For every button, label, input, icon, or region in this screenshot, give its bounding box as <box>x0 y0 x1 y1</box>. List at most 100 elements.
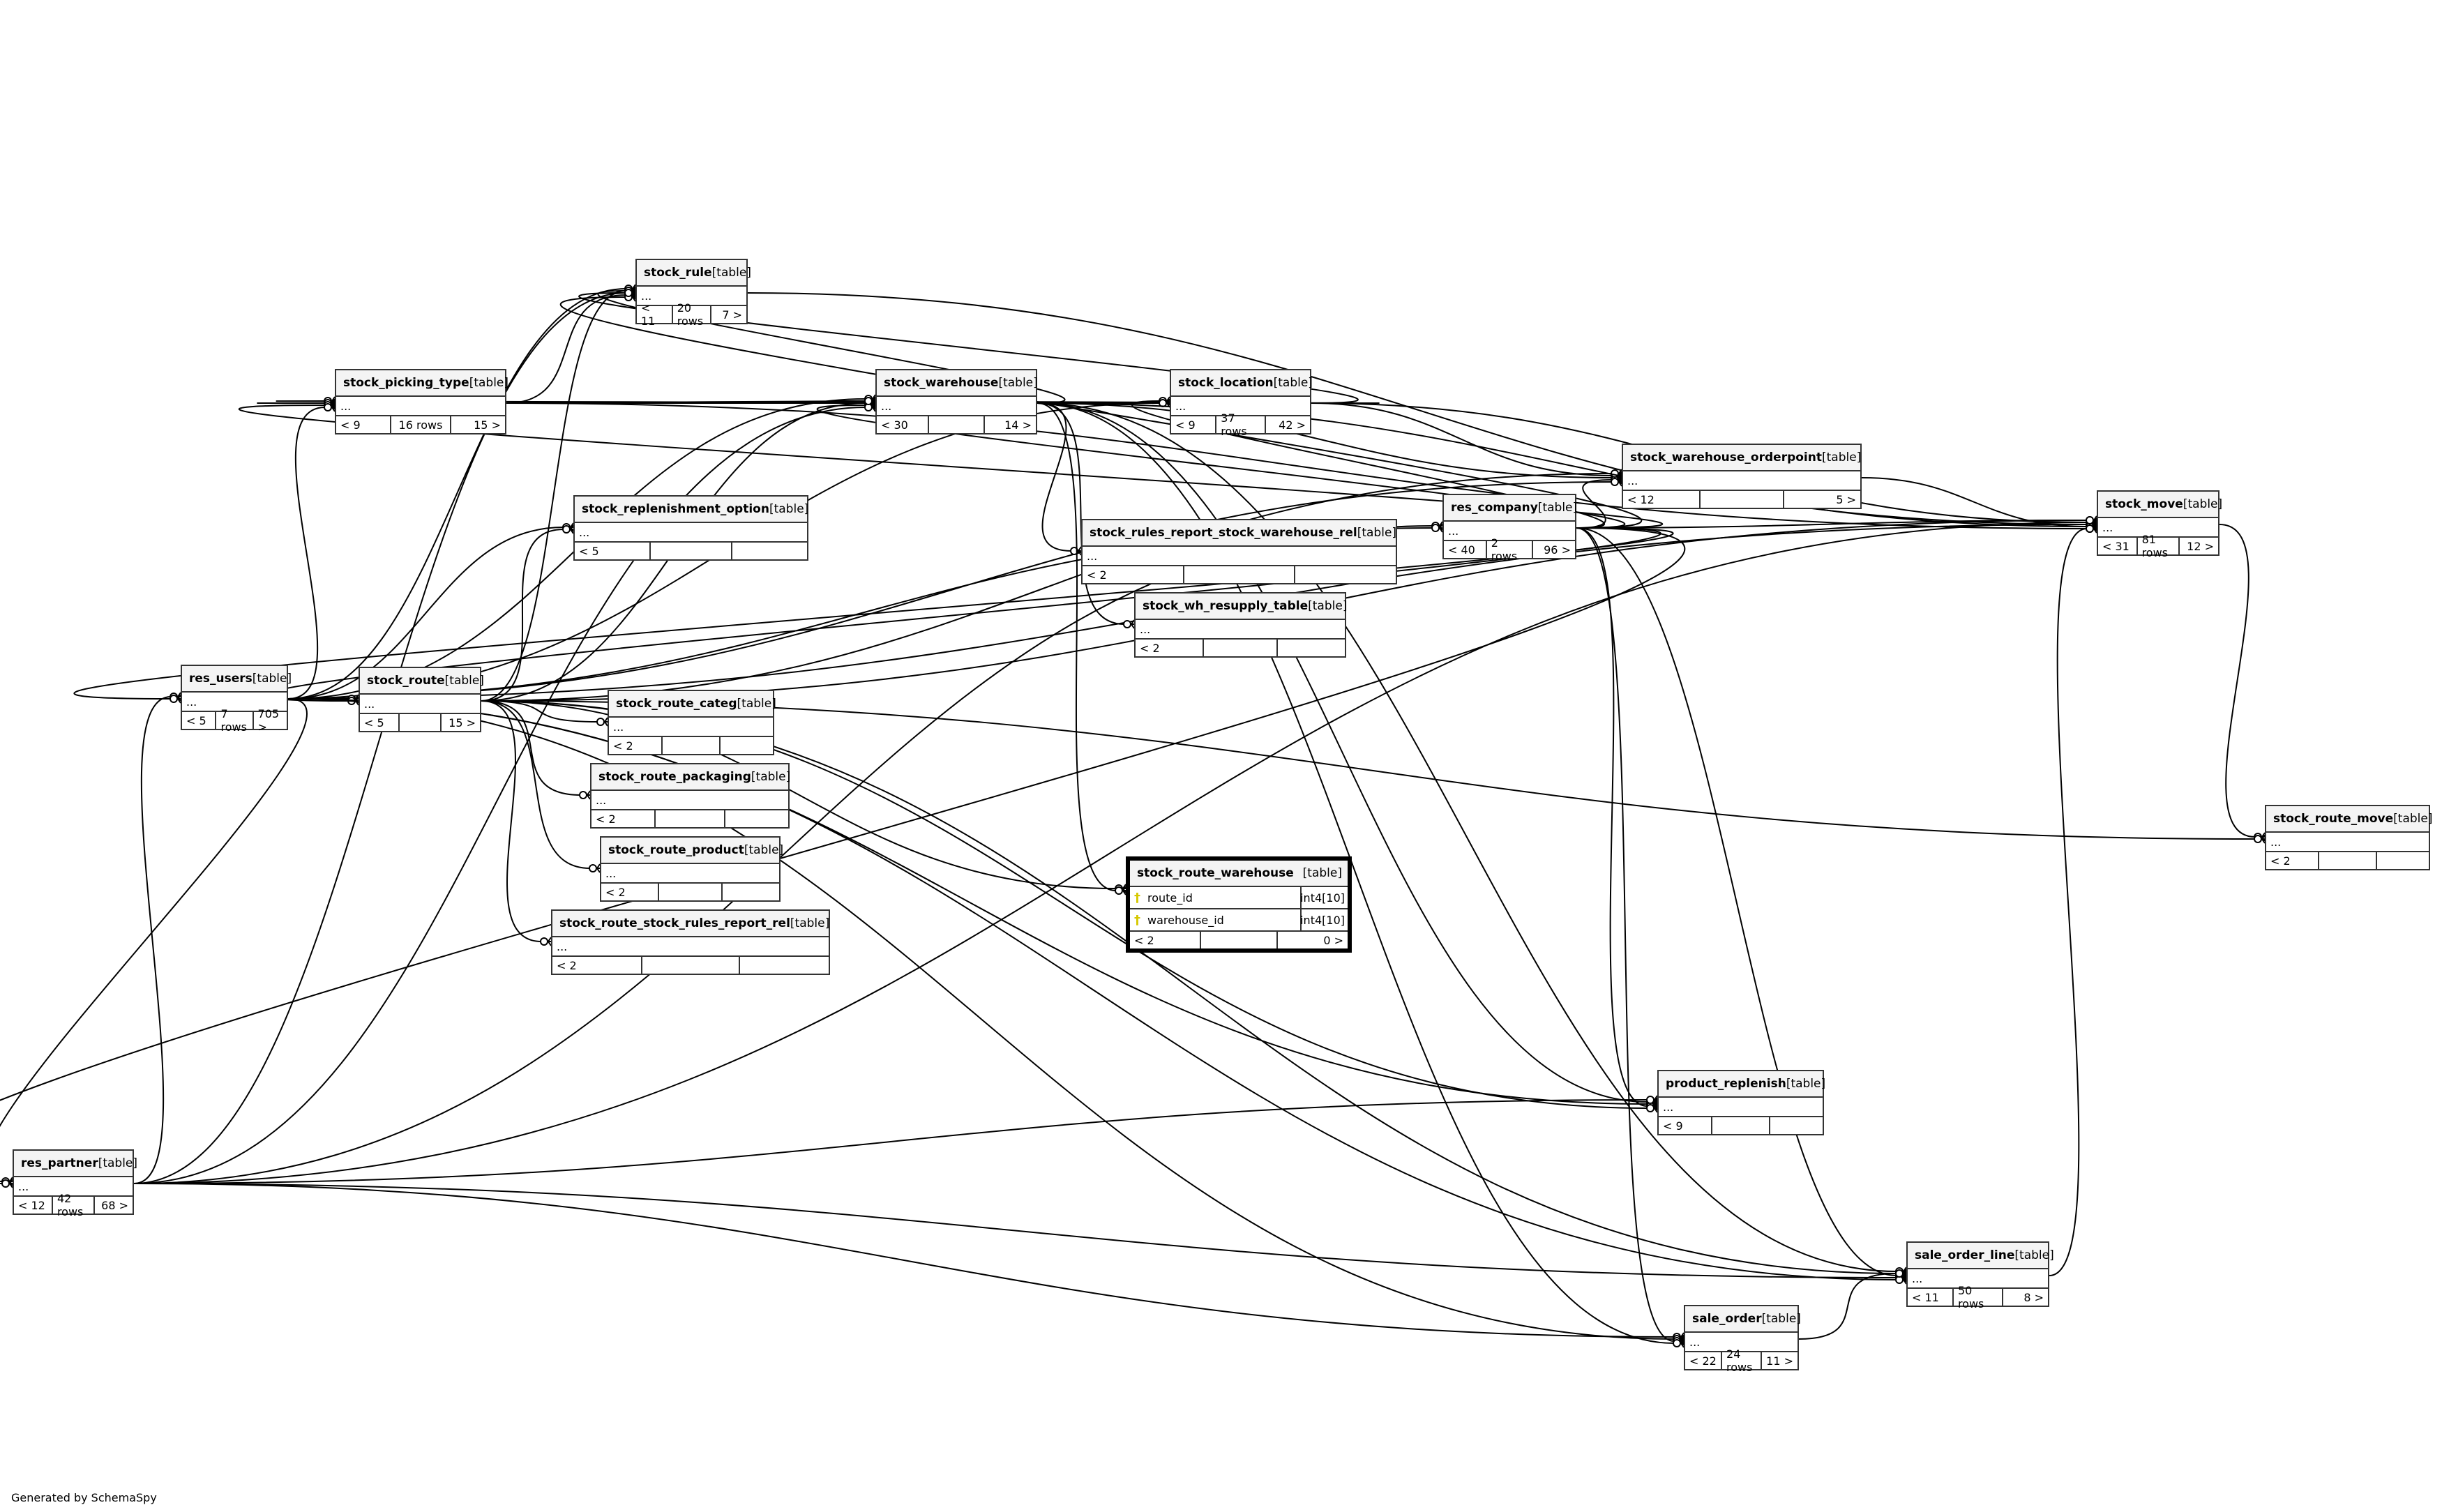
table-name[interactable]: res_company <box>1451 501 1538 515</box>
table-name[interactable]: stock_route_warehouse <box>1137 866 1294 880</box>
children-count[interactable] <box>1770 1117 1823 1134</box>
table-stock-route-warehouse[interactable]: stock_route_warehouse[table] †route_id i… <box>1126 856 1352 953</box>
parents-count[interactable]: < 2 <box>601 884 660 900</box>
parents-count[interactable]: < 2 <box>2266 852 2320 869</box>
column-row[interactable]: †warehouse_id int4[10] <box>1130 909 1348 932</box>
table-name[interactable]: sale_order <box>1692 1312 1762 1326</box>
relationship-edge <box>506 294 626 404</box>
parents-count[interactable]: < 9 <box>1171 416 1217 433</box>
parents-count[interactable]: < 12 <box>1623 491 1701 508</box>
parents-count[interactable]: < 12 <box>14 1197 53 1214</box>
table-stock-warehouse-orderpoint[interactable]: stock_warehouse_orderpoint[table] ... < … <box>1622 444 1862 509</box>
children-count[interactable]: 14 > <box>1004 418 1032 432</box>
table-stock-route-categ[interactable]: stock_route_categ[table] ... < 2 <box>608 690 776 755</box>
table-name[interactable]: stock_warehouse <box>884 376 999 390</box>
table-name[interactable]: stock_route_stock_rules_report_rel <box>559 916 790 930</box>
parents-count[interactable]: < 2 <box>1136 640 1204 656</box>
children-count[interactable] <box>725 810 788 827</box>
table-stock-route-product[interactable]: stock_route_product[table] ... < 2 <box>600 836 783 902</box>
parents-count[interactable]: < 9 <box>1659 1117 1712 1134</box>
table-product-replenish[interactable]: product_replenish[table] ... < 9 <box>1657 1070 1825 1135</box>
children-count[interactable] <box>2377 852 2429 869</box>
children-count[interactable]: 15 > <box>449 716 476 729</box>
table-name[interactable]: stock_route_categ <box>616 697 737 711</box>
table-name[interactable]: stock_route_packaging <box>598 770 751 784</box>
children-count[interactable] <box>1295 566 1396 583</box>
parents-count[interactable]: < 2 <box>591 810 656 827</box>
crowfoot-optional-icon <box>2086 516 2094 524</box>
parents-count[interactable]: < 5 <box>182 712 217 729</box>
table-stock-rules-report-stock-warehouse-rel[interactable]: stock_rules_report_stock_warehouse_rel[t… <box>1081 519 1397 584</box>
table-stock-route-move[interactable]: stock_route_move[table] ... < 2 <box>2265 805 2432 870</box>
parents-count[interactable]: < 5 <box>360 714 400 731</box>
table-name[interactable]: stock_route <box>367 674 445 688</box>
crowfoot-optional-icon <box>589 864 597 872</box>
parents-count[interactable]: < 2 <box>1130 932 1201 948</box>
table-name[interactable]: stock_wh_resupply_table <box>1143 599 1309 613</box>
children-count[interactable]: 5 > <box>1836 492 1857 506</box>
table-name[interactable]: res_users <box>189 672 253 686</box>
relationship-edge <box>481 529 564 702</box>
children-count[interactable] <box>1278 640 1345 656</box>
parents-count[interactable]: < 2 <box>609 737 663 754</box>
table-name[interactable]: res_partner <box>21 1156 98 1170</box>
table-name[interactable]: stock_replenishment_option <box>582 502 769 516</box>
table-name[interactable]: stock_rules_report_stock_warehouse_rel <box>1090 526 1357 540</box>
table-stock-route-stock-rules-report-rel[interactable]: stock_route_stock_rules_report_rel[table… <box>551 909 830 975</box>
column-row[interactable]: †route_id int4[10] <box>1130 887 1348 909</box>
table-name[interactable]: product_replenish <box>1666 1077 1786 1091</box>
children-count[interactable]: 96 > <box>1544 543 1571 557</box>
children-count[interactable]: 0 > <box>1323 933 1343 947</box>
parents-count[interactable]: < 11 <box>637 301 673 328</box>
crowfoot-many-icon <box>587 790 591 800</box>
table-name[interactable]: stock_rule <box>644 266 712 280</box>
children-count[interactable] <box>732 543 807 559</box>
table-name[interactable]: stock_location <box>1178 376 1274 390</box>
children-count[interactable] <box>723 884 779 900</box>
parents-count[interactable]: < 11 <box>1908 1289 1954 1306</box>
children-count[interactable]: 705 > <box>257 707 280 734</box>
column-type: int4[10] <box>1300 891 1345 905</box>
parents-count[interactable]: < 30 <box>877 416 929 433</box>
table-name[interactable]: stock_picking_type <box>343 376 469 390</box>
table-stock-route-packaging[interactable]: stock_route_packaging[table] ... < 2 <box>590 763 790 829</box>
table-stock-wh-resupply-table[interactable]: stock_wh_resupply_table[table] ... < 2 <box>1134 592 1347 658</box>
children-count[interactable]: 42 > <box>1279 418 1306 432</box>
parents-count[interactable]: < 40 <box>1444 541 1487 558</box>
table-name[interactable]: sale_order_line <box>1915 1248 2015 1262</box>
table-type: [table] <box>1761 1312 1801 1326</box>
children-count[interactable]: 7 > <box>722 308 742 322</box>
parents-count[interactable]: < 2 <box>552 957 642 974</box>
table-name[interactable]: stock_move <box>2105 497 2183 511</box>
table-name[interactable]: stock_route_move <box>2273 812 2394 826</box>
parents-count[interactable]: < 5 <box>575 543 651 559</box>
parents-count[interactable]: < 9 <box>336 416 392 433</box>
relationship-edge <box>287 407 326 700</box>
parents-count[interactable]: < 22 <box>1685 1352 1723 1369</box>
children-count[interactable]: 68 > <box>101 1198 128 1212</box>
children-count[interactable]: 8 > <box>2023 1290 2044 1304</box>
children-count[interactable]: 11 > <box>1766 1354 1793 1368</box>
table-name[interactable]: stock_warehouse_orderpoint <box>1630 451 1822 464</box>
columns-collapsed: ... <box>1444 522 1575 541</box>
children-count[interactable] <box>740 957 829 974</box>
row-count: 42 rows <box>53 1192 96 1218</box>
parents-count[interactable]: < 2 <box>1083 566 1184 583</box>
children-count[interactable]: 15 > <box>474 418 501 432</box>
parents-count[interactable]: < 31 <box>2098 538 2138 554</box>
table-stock-replenishment-option[interactable]: stock_replenishment_option[table] ... < … <box>573 495 808 561</box>
children-count[interactable]: 12 > <box>2187 539 2214 553</box>
children-count[interactable] <box>721 737 773 754</box>
table-name[interactable]: stock_route_product <box>608 843 744 857</box>
